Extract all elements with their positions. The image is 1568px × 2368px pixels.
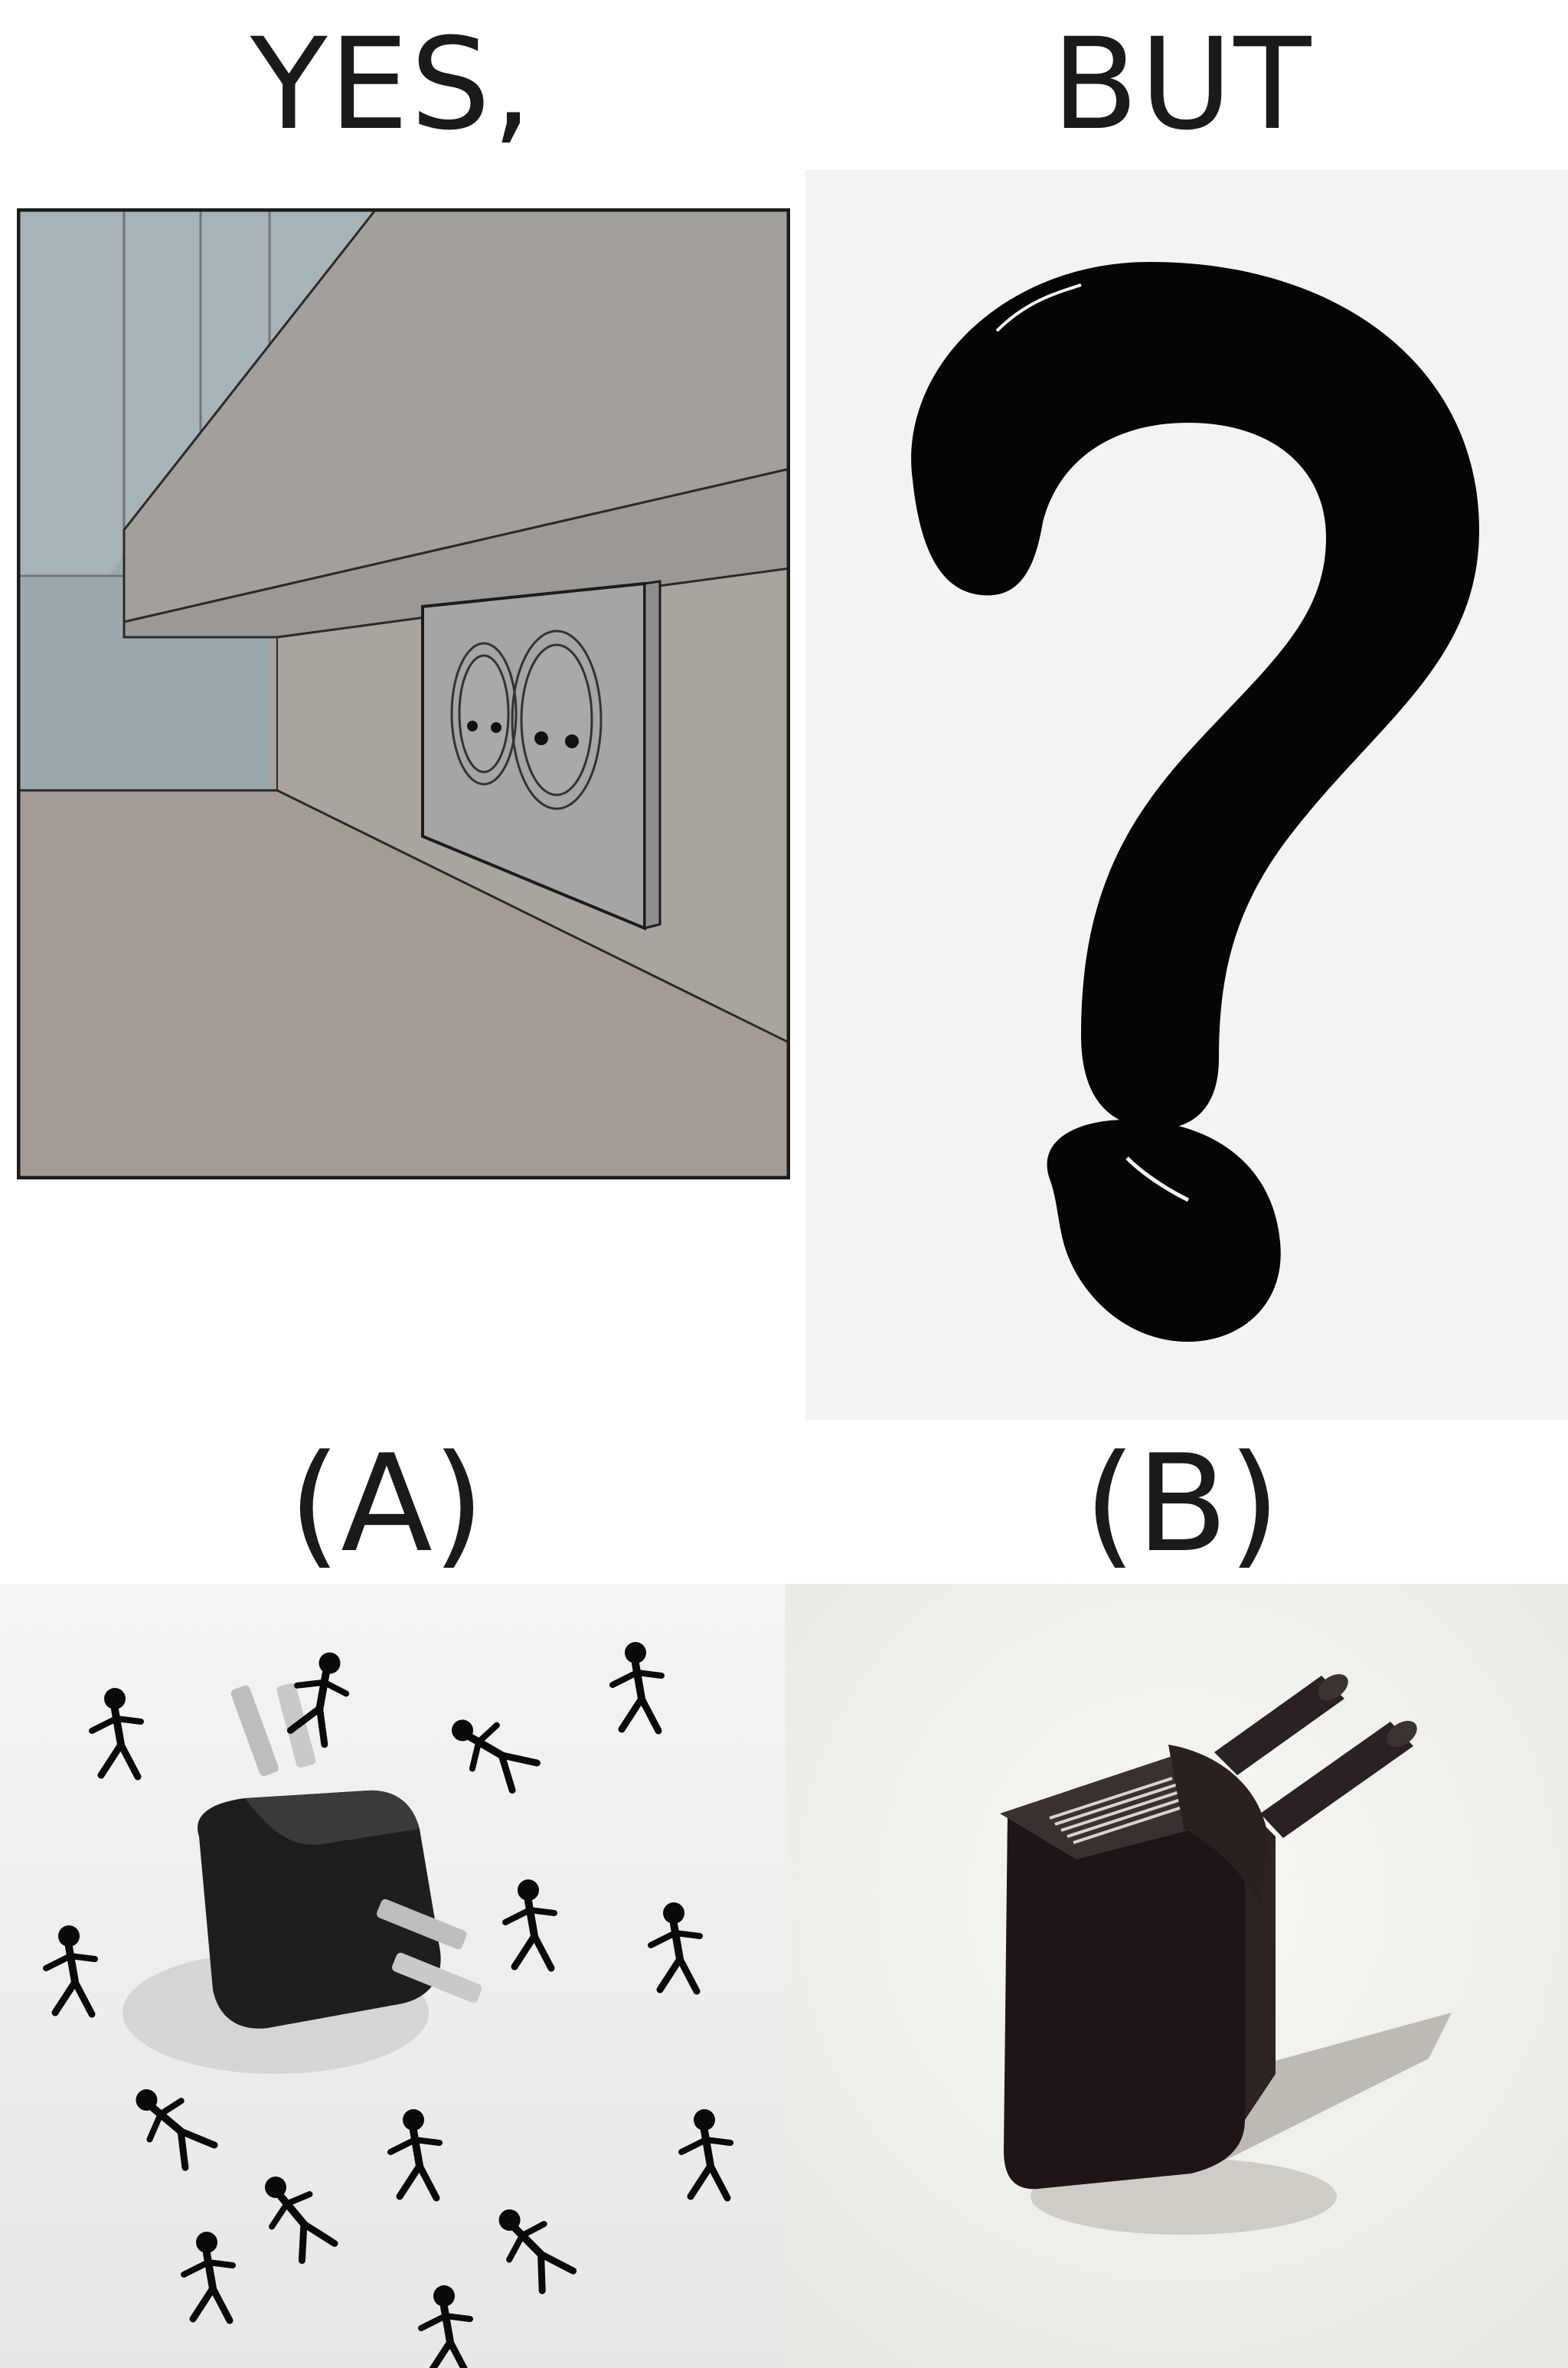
option-b-image[interactable] bbox=[786, 1584, 1568, 2368]
european-plug-adapter-illustration bbox=[786, 1584, 1568, 2368]
question-mark-icon bbox=[805, 170, 1568, 1420]
plug-with-stick-figures-illustration bbox=[0, 1584, 786, 2368]
option-a-image[interactable] bbox=[0, 1584, 786, 2368]
option-b-label: (B) bbox=[1083, 1427, 1281, 1582]
option-a-label: (A) bbox=[288, 1427, 485, 1582]
heading-but: BUT bbox=[1051, 11, 1313, 158]
wall-outlet-illustration bbox=[17, 208, 790, 1179]
heading-yes: YES, bbox=[250, 11, 534, 158]
